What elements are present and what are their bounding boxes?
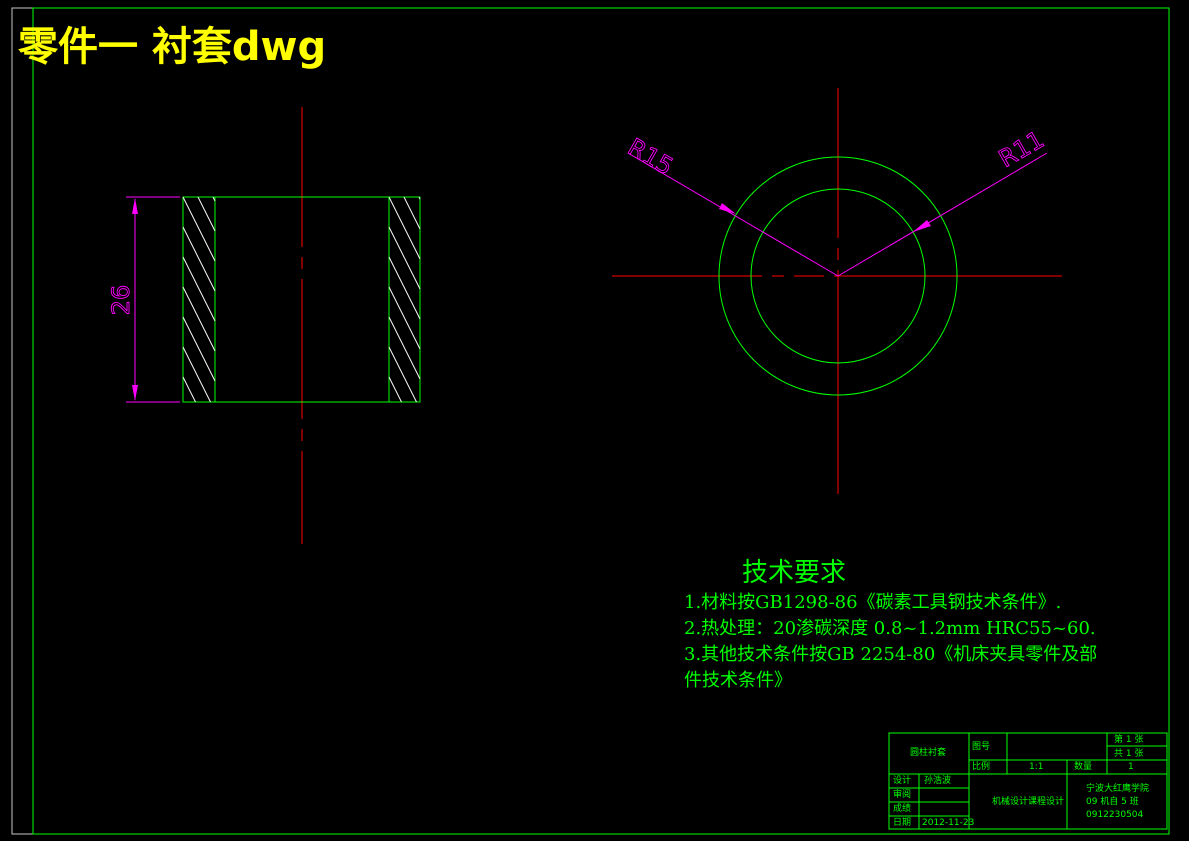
tech-line-1: 1.材料按GB1298-86《碳素工具钢技术条件》. [684,592,1062,613]
arrow-r15 [719,203,736,214]
radius-leaders [627,152,1048,277]
drawing-frame [11,7,1170,835]
tb-sheet-label: 第 1 张 [1114,735,1144,745]
hatch-line [388,286,421,350]
title-block-border [888,732,1168,830]
tb-score-label: 成绩 [893,804,912,814]
drawing-title: 零件一 衬套dwg [18,24,327,70]
hatch-line [182,226,216,292]
tech-line-2: 2.热处理：20渗碳深度 0.8~1.2mm HRC55~60. [684,618,1096,639]
height-dimension-label: 26 [107,285,135,316]
hatch-line [182,256,216,322]
hatch-line [197,196,216,232]
tb-scale-label: 比例 [972,762,991,772]
bushing-outline [182,196,421,403]
tb-school-line-1: 宁波大红鹰学院 [1086,784,1150,794]
tech-line-3: 3.其他技术条件按GB 2254-80《机床夹具零件及部 [684,644,1098,665]
hatch-line [212,196,216,202]
tb-date: 2012-11-23 [922,818,975,828]
arrow-bottom [132,385,138,401]
tb-school-line-2: 09 机自 5 班 [1086,797,1139,807]
hatch-pattern [182,196,421,403]
tb-quantity: 1 [1128,762,1134,772]
inner-circle [750,188,926,364]
tech-line-4: 件技术条件》 [684,670,792,691]
hatch-line [388,316,421,380]
tb-course: 机械设计课程设计 [992,797,1065,807]
hatch-line [182,346,211,403]
hatch-line [388,376,402,403]
arrow-r11 [913,220,931,232]
tb-drawing-no-label: 图号 [972,742,991,752]
tb-designer: 孙浩波 [924,776,952,786]
tb-total-label: 共 1 张 [1114,749,1144,759]
height-dimension [126,196,180,403]
hatch-line [418,196,421,200]
leader-r11 [837,152,1048,277]
tb-design-label: 设计 [893,776,912,786]
section-view: 26 [107,107,421,544]
tech-heading: 技术要求 [742,558,847,588]
arrow-top [132,198,138,214]
tb-part-name: 圆柱衬套 [910,748,947,758]
hatch-line [388,256,421,320]
title-block-grid [888,732,1168,830]
tb-quantity-label: 数量 [1074,762,1093,772]
leader-r15 [627,152,839,277]
hatch-line [388,226,421,290]
hatch-line [182,316,216,382]
tb-review-label: 审阅 [893,790,912,800]
inner-border [32,7,1170,835]
hatch-line [403,196,421,230]
tb-date-label: 日期 [893,818,912,828]
hatch-line [182,286,216,352]
hatch-line [182,196,216,262]
tb-school-line-3: 0912230504 [1086,810,1144,820]
hatch-line [182,376,196,403]
hatch-line [388,346,417,403]
hatch-line [388,196,421,260]
outer-circle [718,156,958,396]
tb-scale: 1:1 [1029,762,1044,772]
